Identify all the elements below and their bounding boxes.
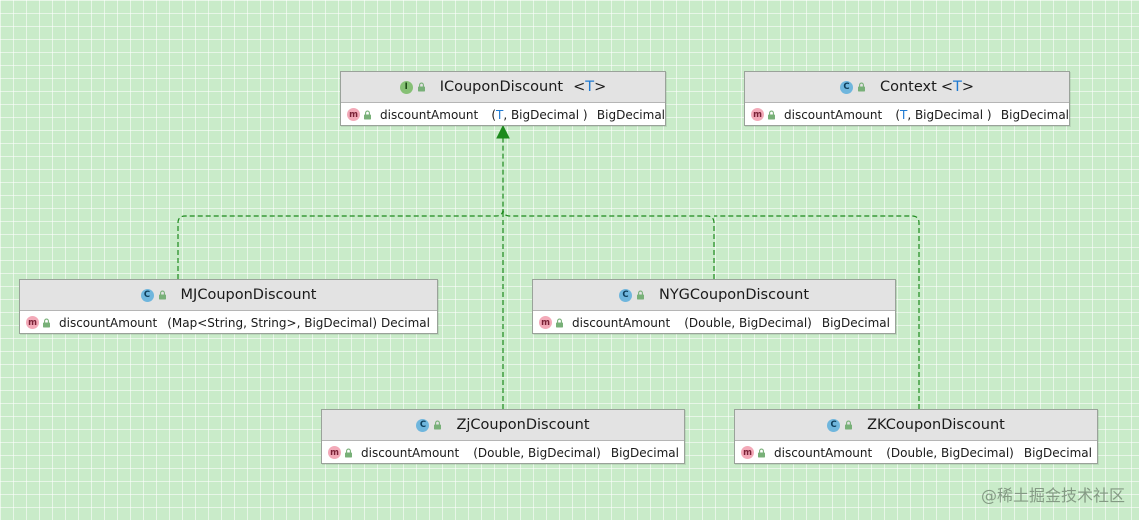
- node-header: C ZjCouponDiscount: [322, 410, 684, 441]
- class-c-icon: C: [618, 288, 632, 302]
- method-params: (Double, BigDecimal): [684, 315, 812, 330]
- type-parameter: T: [952, 79, 962, 95]
- public-lock-icon: [857, 82, 866, 92]
- public-lock-icon: [636, 290, 645, 300]
- method-name: discountAmount: [380, 107, 479, 122]
- public-lock-icon: [42, 318, 51, 328]
- method-row[interactable]: m discountAmount (Double, BigDecimal) Bi…: [533, 311, 895, 334]
- method-row[interactable]: m discountAmount ( T , BigDecimal ) BigD…: [745, 103, 1069, 126]
- method-name: discountAmount: [572, 315, 671, 330]
- class-c-icon: C: [140, 288, 154, 302]
- public-lock-icon: [157, 290, 167, 300]
- zjcoupondiscount-class[interactable]: C ZjCouponDiscount m discountAmount (Dou…: [321, 409, 685, 464]
- method-row[interactable]: m discountAmount (Double, BigDecimal) Bi…: [322, 441, 684, 464]
- params-close: ): [582, 107, 588, 122]
- method-m-icon: m: [347, 108, 360, 121]
- method-row[interactable]: m discountAmount (Map<String, String>, B…: [20, 311, 437, 334]
- method-m-icon: m: [328, 446, 341, 459]
- method-m-icon: m: [26, 316, 39, 329]
- return-type: BigDecimal: [821, 315, 890, 330]
- edge-nyg-to-icoupon: [502, 208, 715, 279]
- public-lock-icon: [757, 448, 766, 458]
- return-type: BigDecimal: [1000, 107, 1069, 122]
- type-close: >: [594, 79, 607, 95]
- class-c-icon: C: [827, 418, 841, 432]
- node-header: C Context < T >: [745, 72, 1069, 103]
- node-header: I ICouponDiscount < T >: [341, 72, 665, 103]
- method-m-icon: m: [751, 108, 764, 121]
- method-m-icon: m: [741, 446, 754, 459]
- return-type: Decimal: [381, 315, 430, 330]
- nygcoupondiscount-class[interactable]: C NYGCouponDiscount m discountAmount (Do…: [532, 279, 896, 334]
- params-open: (: [491, 107, 497, 122]
- type-open: <: [940, 79, 953, 95]
- method-row[interactable]: m discountAmount ( T , BigDecimal ) BigD…: [341, 103, 665, 126]
- return-type: BigDecimal: [596, 107, 665, 122]
- method-name: discountAmount: [774, 445, 873, 460]
- params-close: ): [986, 107, 992, 122]
- param-bigdecimal: BigDecimal: [914, 107, 984, 122]
- param-bigdecimal: BigDecimal: [510, 107, 580, 122]
- method-params: (Double, BigDecimal): [473, 445, 601, 460]
- public-lock-icon: [344, 448, 353, 458]
- class-c-icon: C: [416, 418, 430, 432]
- params-sep: ,: [907, 107, 912, 122]
- mjcoupondiscount-class[interactable]: C MJCouponDiscount m discountAmount (Map…: [19, 279, 438, 334]
- public-lock-icon: [767, 110, 776, 120]
- class-name: Context: [880, 79, 937, 95]
- context-class[interactable]: C Context < T > m discountAmount ( T , B…: [744, 71, 1070, 126]
- watermark: @稀土掘金技术社区: [980, 486, 1125, 505]
- node-header: C MJCouponDiscount: [20, 280, 437, 311]
- public-lock-icon: [433, 420, 443, 430]
- class-name: ZKCouponDiscount: [867, 417, 1005, 433]
- public-lock-icon: [555, 318, 564, 328]
- type-parameter: T: [585, 79, 595, 95]
- method-row[interactable]: m discountAmount (Double, BigDecimal) Bi…: [735, 441, 1097, 464]
- return-type: BigDecimal: [1023, 445, 1092, 460]
- interface-name: ICouponDiscount: [439, 79, 564, 95]
- method-params: (Double, BigDecimal): [886, 445, 1014, 460]
- method-m-icon: m: [539, 316, 552, 329]
- icoupondiscount-interface[interactable]: I ICouponDiscount < T > m discountAmount…: [340, 71, 666, 126]
- class-name: NYGCouponDiscount: [658, 287, 810, 303]
- method-params: (Map<String, String>, BigDecimal): [167, 315, 378, 330]
- params-open: (: [895, 107, 901, 122]
- public-lock-icon: [417, 82, 426, 92]
- method-name: discountAmount: [784, 107, 883, 122]
- class-c-icon: C: [840, 80, 853, 94]
- class-name: ZjCouponDiscount: [456, 417, 590, 433]
- type-open: <: [573, 79, 586, 95]
- return-type: BigDecimal: [610, 445, 679, 460]
- params-sep: ,: [503, 107, 508, 122]
- public-lock-icon: [844, 420, 853, 430]
- param-type-t: T: [900, 107, 908, 122]
- interface-i-icon: I: [399, 80, 413, 94]
- edge-mj-to-icoupon: [177, 138, 504, 279]
- method-name: discountAmount: [361, 445, 460, 460]
- node-header: C ZKCouponDiscount: [735, 410, 1097, 441]
- param-type-t: T: [496, 107, 504, 122]
- class-name: MJCouponDiscount: [180, 287, 317, 303]
- type-close: >: [961, 79, 974, 95]
- method-name: discountAmount: [59, 315, 158, 330]
- realization-arrowhead: [496, 124, 510, 139]
- node-header: C NYGCouponDiscount: [533, 280, 895, 311]
- zkcoupondiscount-class[interactable]: C ZKCouponDiscount m discountAmount (Dou…: [734, 409, 1098, 464]
- public-lock-icon: [363, 110, 372, 120]
